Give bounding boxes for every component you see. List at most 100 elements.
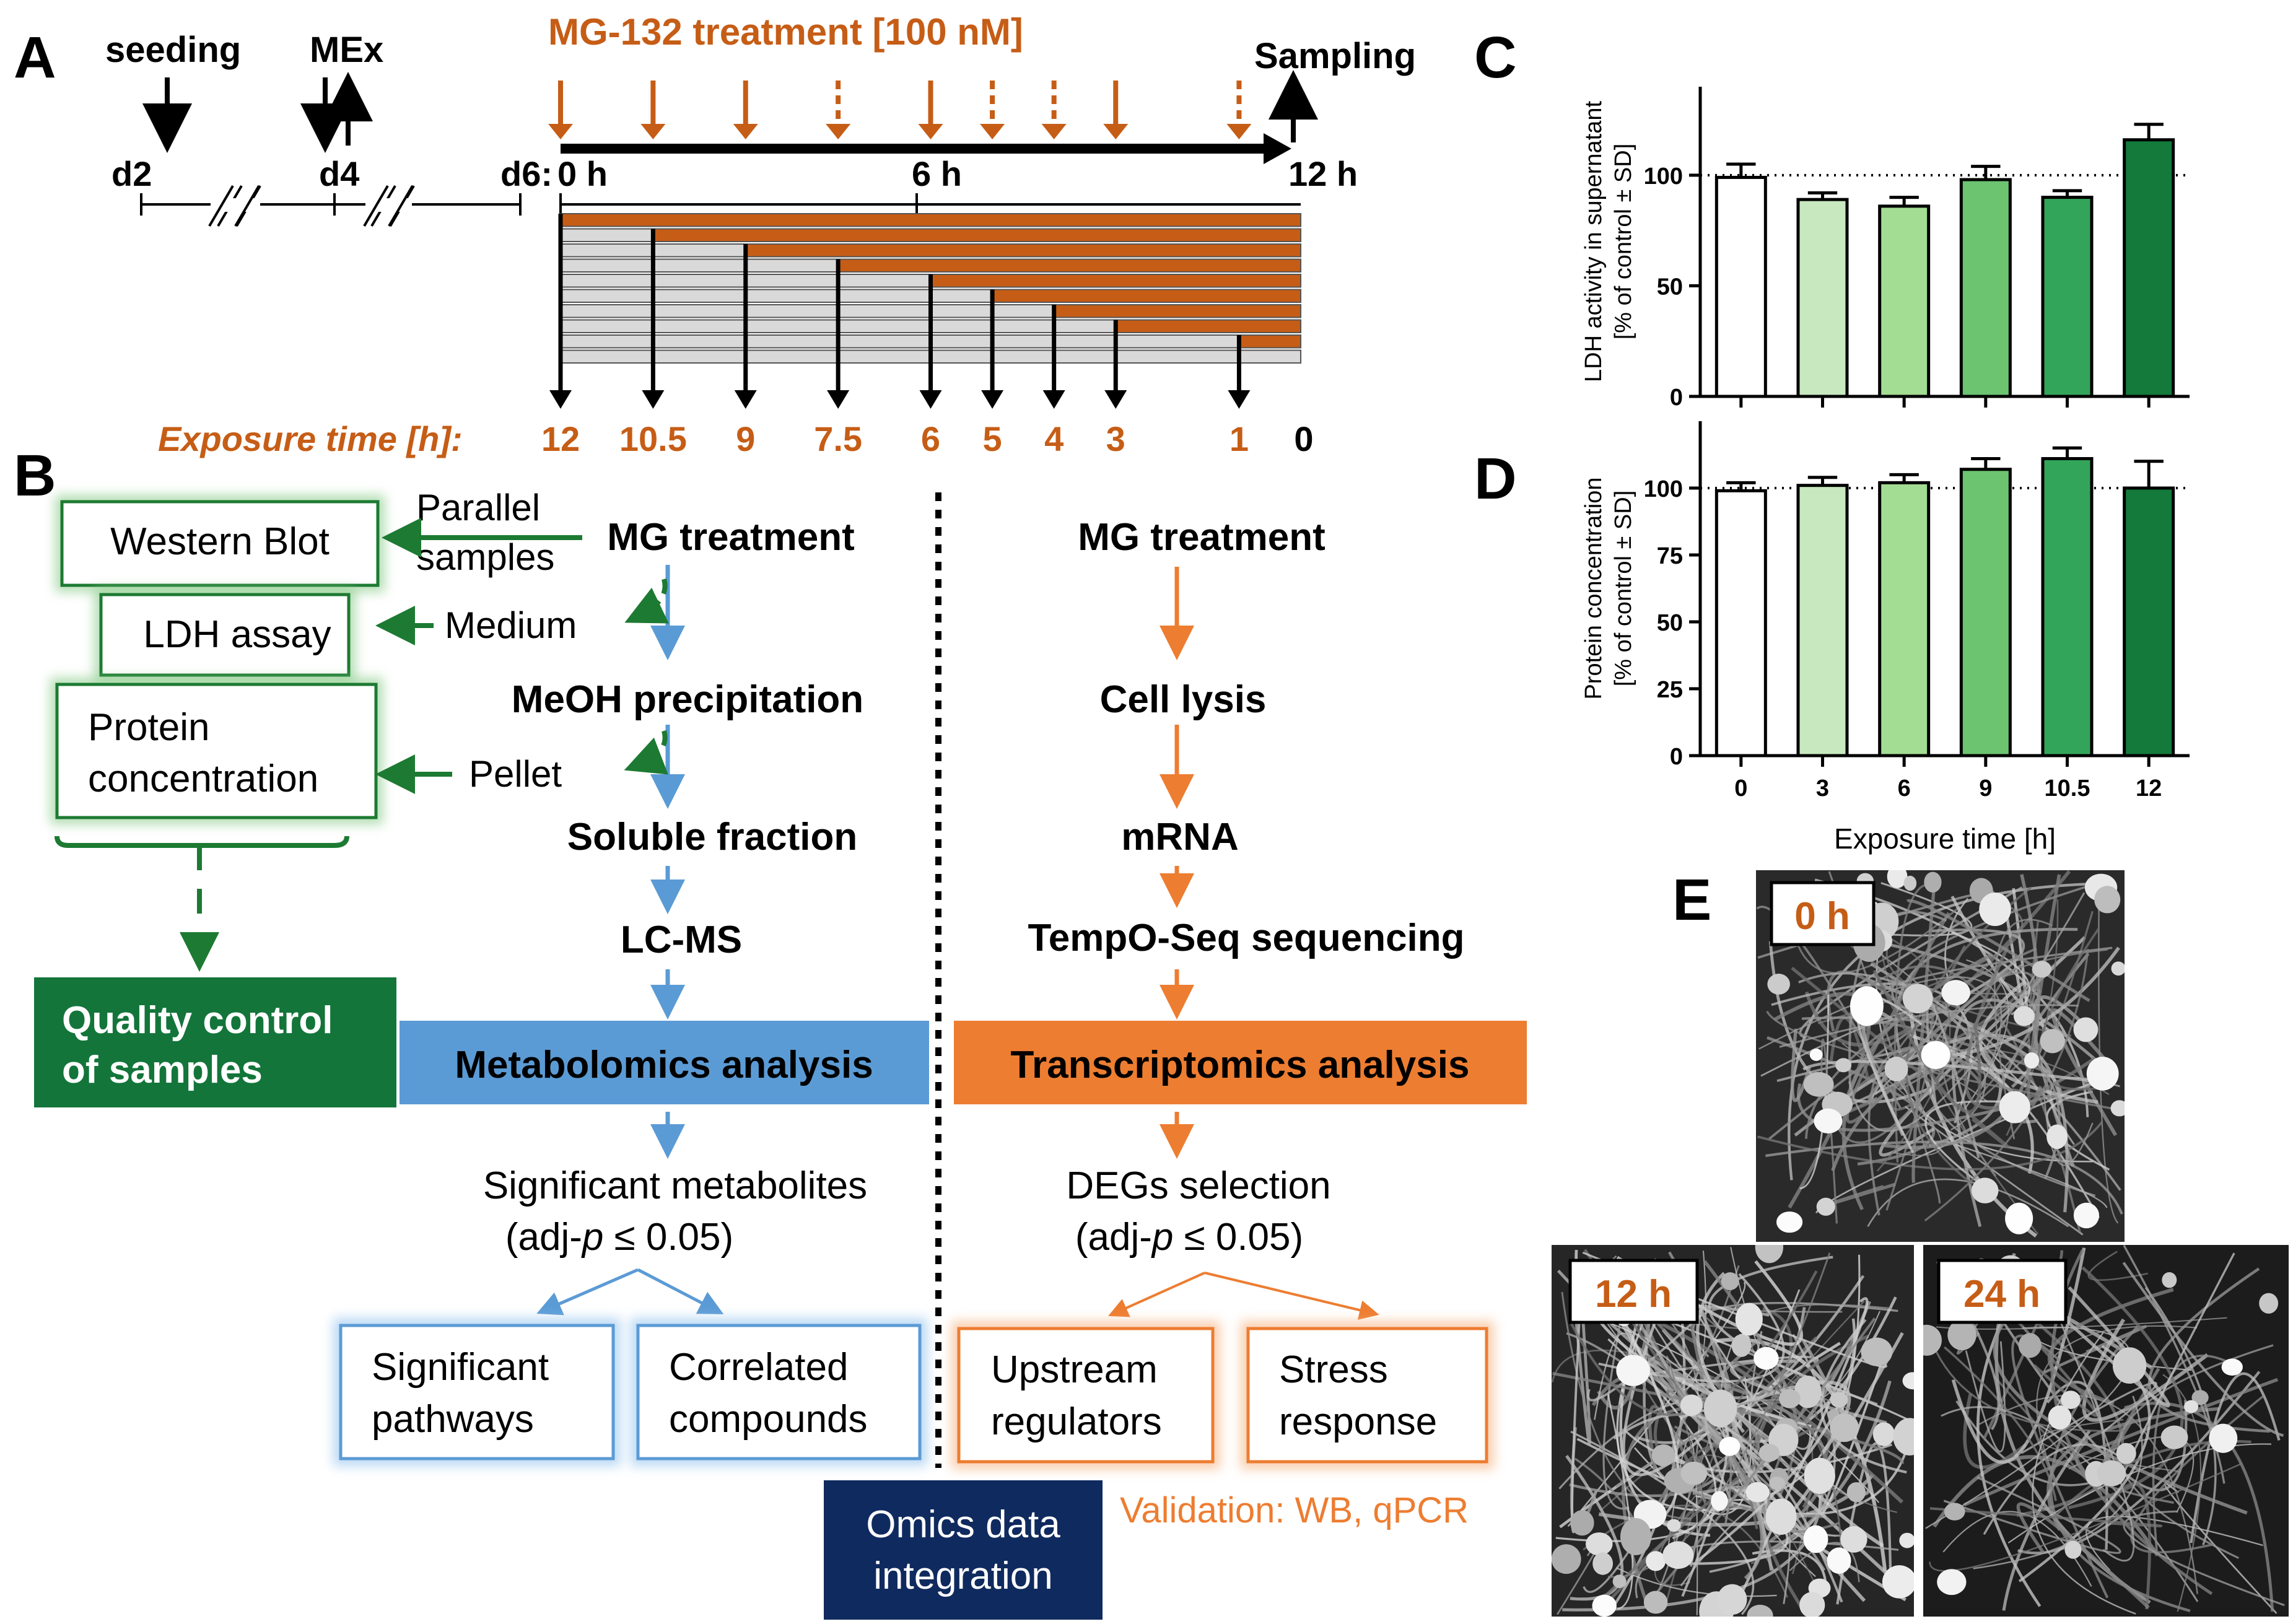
neurite: [2117, 1344, 2274, 1559]
neurite: [1602, 1285, 1630, 1510]
cell-body: [1850, 986, 1884, 1026]
cell-body: [1924, 871, 1942, 893]
parallel-text-1: Parallel: [416, 487, 540, 528]
cell-body: [2097, 1460, 2126, 1486]
neurite: [1993, 1313, 2248, 1515]
exposure-value: 10.5: [619, 419, 687, 458]
exposure-bars: [549, 213, 1302, 409]
transcriptomics-box: [954, 1021, 1527, 1104]
neurite: [2087, 1251, 2149, 1281]
neurite: [1799, 995, 1830, 1189]
bar: [2123, 138, 2175, 398]
cell-body: [1809, 1048, 1823, 1061]
stress-box: [1246, 1327, 1488, 1464]
bar: [1959, 178, 2012, 398]
cell-body: [1747, 1604, 1773, 1617]
neurite: [1893, 884, 1926, 1163]
cell-body: [1937, 1569, 1967, 1596]
x-tick-label: 12: [2136, 775, 2162, 801]
cell-body: [1830, 1392, 1848, 1408]
exposure-value: 4: [1044, 419, 1064, 458]
meoh-text: MeOH precipitation: [512, 678, 863, 721]
cell-body: [1814, 1108, 1843, 1134]
cell-body: [1667, 1519, 1681, 1532]
break-mark-1b: [234, 185, 260, 227]
cell-body: [1616, 1355, 1650, 1386]
neurite: [1659, 1449, 1789, 1565]
cell-body: [1893, 1418, 1914, 1456]
sample-arrowhead: [827, 390, 850, 409]
neurite: [1924, 948, 2089, 1222]
treatment-arrows: [548, 81, 1252, 139]
exposure-value: 1: [1229, 419, 1249, 458]
mrna-text: mRNA: [1121, 816, 1238, 858]
sig-path-text-1: Significant: [372, 1346, 549, 1389]
neurite: [1946, 1141, 2108, 1208]
exposure-bar: [837, 258, 1301, 273]
cell-body: [1552, 1544, 1581, 1574]
neurite: [1708, 1255, 1878, 1406]
medium-branch: [624, 578, 669, 624]
omics-box: [824, 1480, 1103, 1620]
x-tick-label: 9: [1979, 775, 1992, 801]
neurite: [1765, 1140, 2123, 1215]
correlated-box: [636, 1324, 922, 1460]
exposure-bar: [652, 228, 1301, 242]
neurite: [1817, 904, 2024, 1024]
neurite: [2164, 1483, 2278, 1614]
medium-text: Medium: [445, 605, 577, 646]
break-mark-2b: [388, 185, 414, 227]
cell-body: [1745, 1482, 1770, 1503]
x-tick-label: 3: [1816, 775, 1829, 801]
exposure-bar: [1053, 304, 1301, 318]
exposure-bar: [560, 213, 1301, 227]
cell-body: [2048, 1405, 2072, 1430]
y-tick-label: 100: [1644, 476, 1683, 502]
treatment-arrowhead: [548, 124, 573, 139]
tempo-text: TempO-Seq sequencing: [1028, 917, 1464, 959]
exposure-value: 3: [1106, 419, 1125, 458]
cell-body: [2111, 961, 2125, 976]
cell-body: [1944, 1503, 1965, 1521]
neurite: [2098, 889, 2119, 1224]
neurite: [1733, 1360, 1843, 1565]
split-left-a: [536, 1268, 639, 1316]
cell-body: [1835, 1058, 1852, 1073]
protein-text-1: Protein: [88, 706, 209, 749]
t12-label: 12 h: [1288, 154, 1358, 193]
cell-body: [1717, 1584, 1747, 1615]
neurite: [2122, 1262, 2284, 1437]
neurite: [1798, 972, 2121, 1191]
seeding-label: seeding: [105, 30, 241, 70]
sample-arrowhead: [642, 390, 665, 409]
bar: [2123, 486, 2175, 757]
sampling-label: Sampling: [1254, 36, 1416, 76]
neurite: [1616, 1567, 1777, 1597]
neurite: [2123, 1245, 2225, 1484]
neurite: [1929, 1507, 2163, 1527]
cell-body: [1643, 1591, 1668, 1614]
cell-body: [1651, 1444, 1675, 1467]
cell-body: [1612, 1574, 1627, 1589]
sample-arrowhead: [734, 390, 757, 409]
neurite: [1978, 1394, 2198, 1594]
exposure-value: 5: [983, 419, 1002, 458]
bar: [1878, 481, 1931, 757]
exposure-bar: [930, 274, 1301, 288]
ldh-assay-box: [99, 593, 351, 677]
cell-body: [2191, 1390, 2209, 1405]
neurite: [1983, 1443, 2118, 1535]
t0-label: 0 h: [557, 154, 608, 193]
label-box-0h: [1770, 881, 1876, 946]
cell-body: [1586, 1532, 1613, 1556]
label-0h: 0 h: [1794, 895, 1850, 938]
neurite: [1926, 1329, 2125, 1432]
cell-body: [1758, 1444, 1780, 1462]
cell-body: [2073, 1202, 2100, 1229]
metabolomics-text: Metabolomics analysis: [455, 1044, 873, 1086]
label-12h: 12 h: [1595, 1273, 1672, 1316]
cell-body: [1830, 1413, 1859, 1443]
neurite: [1666, 1355, 1706, 1505]
qc-boxes: Western Blot LDH assay Protein concentra…: [50, 495, 385, 824]
